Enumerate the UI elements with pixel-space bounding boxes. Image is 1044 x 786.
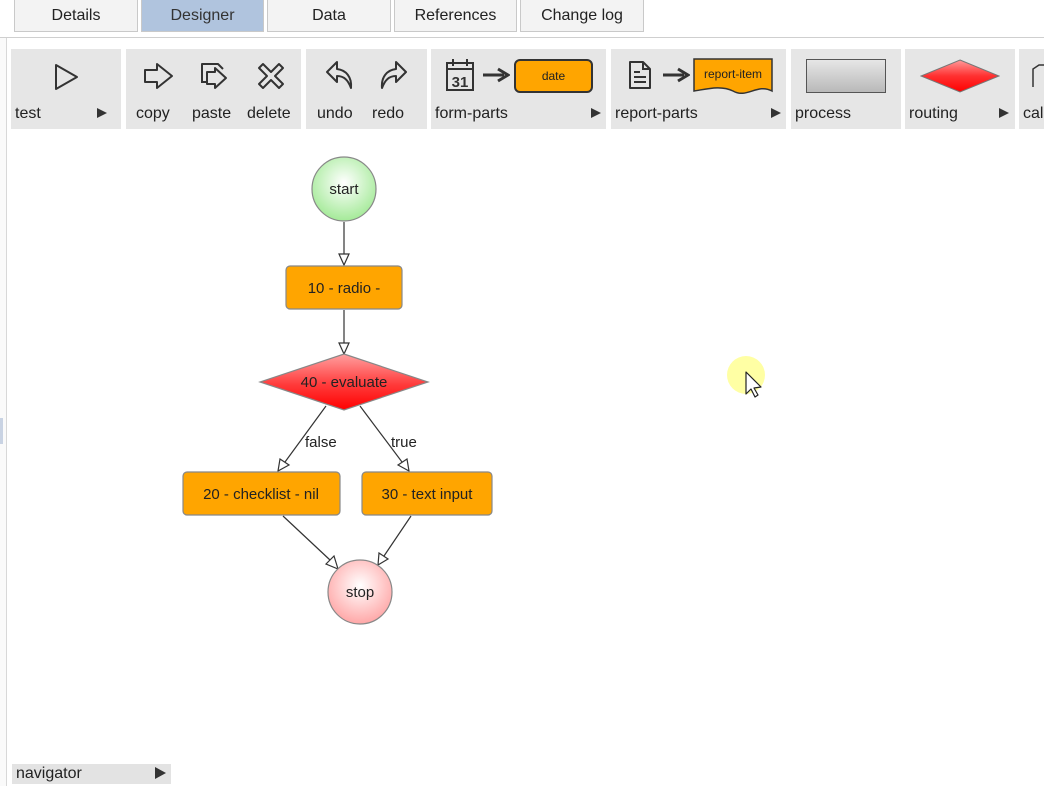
node-text-input[interactable]: 30 - text input xyxy=(361,471,493,516)
toolbar-group-edit: copy paste delete xyxy=(126,49,301,129)
calendar-icon: 31 xyxy=(446,59,474,91)
tab-details[interactable]: Details xyxy=(14,0,138,32)
report-parts-button[interactable]: report-item report-parts xyxy=(611,49,773,129)
cal-button[interactable]: cal xyxy=(1019,49,1044,129)
toolbar-group-form-parts: 31 date form-parts xyxy=(431,49,606,129)
form-parts-expand-arrow-icon[interactable] xyxy=(591,108,601,118)
node-stop-label: stop xyxy=(346,584,374,601)
test-expand-arrow-icon[interactable] xyxy=(97,108,107,118)
toolbar-group-process: process xyxy=(791,49,901,129)
document-icon xyxy=(629,61,651,89)
paste-icon xyxy=(201,63,227,89)
node-evaluate[interactable]: 40 - evaluate xyxy=(258,353,430,411)
undo-label: undo xyxy=(317,105,353,122)
node-text-input-label: 30 - text input xyxy=(382,486,474,503)
date-part-icon: date xyxy=(514,59,593,93)
delete-icon xyxy=(258,63,284,89)
edge-radio-evaluate[interactable] xyxy=(338,310,350,356)
paste-label: paste xyxy=(192,105,232,122)
tab-data[interactable]: Data xyxy=(267,0,391,32)
cal-icon xyxy=(1032,64,1044,87)
report-item-icon xyxy=(693,58,773,94)
delete-button[interactable]: delete xyxy=(245,49,299,129)
node-evaluate-label: 40 - evaluate xyxy=(301,374,388,391)
edge-checklist-stop[interactable] xyxy=(282,515,339,571)
mouse-cursor xyxy=(727,356,765,398)
cal-label: cal xyxy=(1023,105,1044,122)
tab-label: References xyxy=(414,6,497,24)
toolbar-group-routing: routing xyxy=(905,49,1015,129)
process-shape-icon xyxy=(806,59,886,93)
toolbar-group-test: test xyxy=(11,49,121,129)
left-panel-edge xyxy=(0,38,7,786)
report-parts-expand-arrow-icon[interactable] xyxy=(771,108,781,118)
delete-label: delete xyxy=(247,105,291,122)
toolbar-group-cal: cal xyxy=(1019,49,1044,129)
svg-text:31: 31 xyxy=(452,74,469,91)
report-item-text: report-item xyxy=(703,67,762,81)
left-panel-handle[interactable] xyxy=(0,418,3,444)
designer-canvas[interactable]: false true start 10 - radio - 40 - evalu… xyxy=(8,132,1044,786)
navigator-label: navigator xyxy=(16,765,82,782)
process-button[interactable]: process xyxy=(791,49,901,129)
routing-button[interactable]: routing xyxy=(905,49,1000,129)
edge-textinput-stop[interactable] xyxy=(377,515,412,567)
edge-label-false: false xyxy=(305,434,337,451)
copy-button[interactable]: copy xyxy=(132,49,182,129)
cursor-arrow-icon xyxy=(745,371,762,398)
redo-icon xyxy=(380,61,407,89)
routing-diamond-icon xyxy=(920,59,1000,93)
routing-expand-arrow-icon[interactable] xyxy=(999,108,1009,118)
navigator-expand-arrow-icon[interactable] xyxy=(155,767,166,779)
redo-label: redo xyxy=(372,105,405,122)
node-radio[interactable]: 10 - radio - xyxy=(285,265,403,310)
navigator-panel[interactable]: navigator xyxy=(12,764,171,784)
tab-references[interactable]: References xyxy=(394,0,517,32)
edge-evaluate-false[interactable] xyxy=(277,405,327,473)
node-start-label: start xyxy=(329,181,359,198)
tab-designer[interactable]: Designer xyxy=(141,0,264,32)
copy-label: copy xyxy=(136,105,170,122)
process-diagram: false true start 10 - radio - 40 - evalu… xyxy=(182,156,765,625)
node-checklist[interactable]: 20 - checklist - nil xyxy=(182,471,341,516)
node-checklist-label: 20 - checklist - nil xyxy=(203,486,319,503)
arrow-right-icon xyxy=(483,67,510,83)
test-label: test xyxy=(15,105,41,122)
tab-label: Details xyxy=(51,6,101,24)
arrow-right-icon xyxy=(663,67,690,83)
toolbar-group-history: undo redo xyxy=(306,49,427,129)
tab-label: Data xyxy=(312,6,346,24)
routing-label: routing xyxy=(909,105,958,122)
edge-evaluate-true[interactable] xyxy=(359,405,410,473)
tab-change-log[interactable]: Change log xyxy=(520,0,644,32)
edge-label-true: true xyxy=(391,434,417,451)
play-icon xyxy=(55,64,78,90)
tab-label: Change log xyxy=(541,6,623,24)
redo-button[interactable]: redo xyxy=(368,49,418,129)
process-label: process xyxy=(795,105,852,122)
copy-icon xyxy=(144,63,173,89)
undo-button[interactable]: undo xyxy=(312,49,362,129)
node-stop[interactable]: stop xyxy=(327,559,393,625)
node-start[interactable]: start xyxy=(311,156,377,222)
tab-label: Designer xyxy=(170,6,235,24)
node-radio-label: 10 - radio - xyxy=(308,280,381,297)
undo-icon xyxy=(326,61,353,89)
form-parts-button[interactable]: 31 date form-parts xyxy=(431,49,593,129)
edge-start-radio[interactable] xyxy=(338,222,350,267)
date-part-text: date xyxy=(541,69,566,83)
form-parts-label: form-parts xyxy=(435,105,508,122)
paste-button[interactable]: paste xyxy=(188,49,240,129)
toolbar-group-report-parts: report-item report-parts xyxy=(611,49,786,129)
tab-bar: Details Designer Data References Change … xyxy=(0,0,1044,38)
report-parts-label: report-parts xyxy=(615,105,698,122)
test-button[interactable]: test xyxy=(11,49,99,129)
